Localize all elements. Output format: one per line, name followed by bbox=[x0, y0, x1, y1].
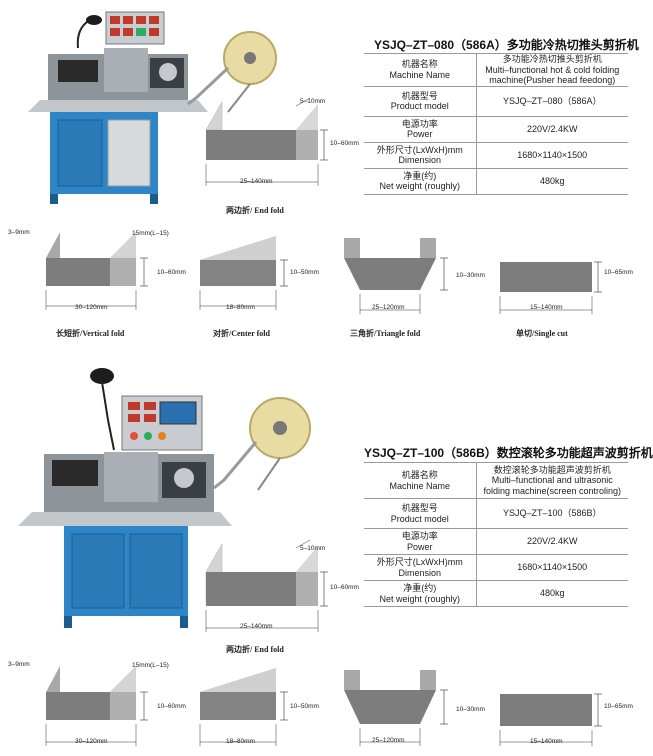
spec-label-en: Net weight (roughly) bbox=[379, 181, 461, 191]
single-cut-diagram-2 bbox=[499, 693, 602, 746]
machine-photo-586b bbox=[18, 360, 318, 635]
spec-row: 净重(约)Net weight (roughly) 480kg bbox=[364, 580, 628, 607]
dim-label: 30–120mm bbox=[75, 738, 108, 745]
single-cut-diagram-1 bbox=[499, 261, 602, 314]
fold-caption: 单切/Single cut bbox=[516, 329, 568, 338]
section1-title: YSJQ–ZT–080（586A）多功能冷热切推头剪折机 bbox=[374, 38, 639, 52]
dim-label: 3–9mm bbox=[8, 229, 30, 236]
spec-value: 220V/2.4KW bbox=[526, 123, 578, 134]
end-fold-diagram-1 bbox=[205, 97, 328, 186]
dim-label: 10–60mm bbox=[157, 269, 186, 276]
center-fold-diagram-1 bbox=[199, 236, 288, 310]
spec-label-cn: 外形尺寸(LxWxH)mm bbox=[376, 144, 463, 155]
spec-value: machine(Pusher head feedong) bbox=[489, 75, 616, 85]
dim-label: 25–140mm bbox=[240, 178, 273, 185]
dim-label: 5–10mm bbox=[300, 545, 326, 552]
spec-label-cn: 机器名称 bbox=[401, 470, 438, 480]
spec-value: YSJQ–ZT–080（586A） bbox=[502, 95, 602, 106]
dim-label: 10–60mm bbox=[330, 140, 359, 147]
spec-value: Multi–functional and ultrasonic bbox=[491, 475, 613, 486]
spec-label-en: Power bbox=[406, 129, 433, 139]
spec-label-cn: 电源功率 bbox=[401, 531, 438, 541]
spec-label-en: Net weight (roughly) bbox=[379, 593, 461, 604]
spec-label-en: Machine Name bbox=[389, 480, 451, 491]
end-fold-diagram-2 bbox=[205, 539, 328, 632]
spec-label-en: Dimension bbox=[398, 155, 442, 165]
dim-label: 10–30mm bbox=[456, 706, 485, 713]
spec-value: 480kg bbox=[539, 588, 565, 599]
dim-label: 15mm(L–15) bbox=[132, 662, 169, 669]
dim-label: 10–50mm bbox=[290, 269, 319, 276]
spec-label-cn: 机器名称 bbox=[401, 59, 438, 70]
machine-photo-586a bbox=[28, 8, 278, 213]
dim-label: 18–80mm bbox=[226, 304, 255, 311]
dim-label: 3–9mm bbox=[8, 661, 30, 668]
spec-label-cn: 机器型号 bbox=[401, 90, 438, 101]
dim-label: 10–65mm bbox=[604, 269, 633, 276]
fold-caption: 两边折/ End fold bbox=[226, 645, 284, 654]
spec-label-cn: 电源功率 bbox=[401, 118, 438, 129]
spec-value: 1680×1140×1500 bbox=[517, 562, 588, 573]
dim-label: 10–65mm bbox=[604, 703, 633, 710]
center-fold-diagram-2 bbox=[199, 668, 288, 746]
spec-label-en: Machine Name bbox=[389, 69, 451, 80]
spec-value: 数控滚轮多功能超声波剪折机 bbox=[493, 464, 611, 475]
spec-value: YSJQ–ZT–100（586B） bbox=[502, 508, 602, 519]
section2-title: YSJQ–ZT–100（586B）数控滚轮多功能超声波剪折机 bbox=[364, 446, 653, 460]
spec-value: 多功能冷热切推头剪折机 bbox=[502, 54, 602, 64]
dim-label: 10–30mm bbox=[456, 272, 485, 279]
spec-label-cn: 外形尺寸(LxWxH)mm bbox=[376, 557, 463, 567]
dim-label: 5–10mm bbox=[300, 98, 326, 105]
spec-label-en: Dimension bbox=[398, 567, 442, 578]
dim-label: 25–120mm bbox=[372, 737, 405, 744]
spec-label-cn: 净重(约) bbox=[403, 170, 437, 181]
spec-value: 1680×1140×1500 bbox=[517, 149, 588, 160]
dim-label: 10–60mm bbox=[330, 584, 359, 591]
fold-caption: 对折/Center fold bbox=[213, 329, 270, 338]
fold-caption: 三角折/Triangle fold bbox=[350, 329, 421, 338]
dim-label: 10–50mm bbox=[290, 703, 319, 710]
spec-label-cn: 净重(约) bbox=[403, 583, 437, 593]
spec-value: Multi–functional hot & cold folding bbox=[485, 64, 620, 75]
dim-label: 15mm(L–15) bbox=[132, 230, 169, 237]
dim-label: 25–140mm bbox=[240, 623, 273, 630]
spec-label-en: Power bbox=[406, 541, 433, 552]
vertical-fold-diagram-2 bbox=[45, 666, 148, 746]
dim-label: 18–80mm bbox=[226, 738, 255, 745]
dim-label: 25–120mm bbox=[372, 304, 405, 311]
vertical-fold-diagram-1 bbox=[45, 232, 148, 310]
dim-label: 10–60mm bbox=[157, 703, 186, 710]
triangle-fold-diagram-2 bbox=[344, 670, 448, 746]
fold-caption: 长短折/Vertical fold bbox=[56, 329, 125, 338]
spec-value: folding machine(screen controling) bbox=[483, 485, 622, 496]
triangle-fold-diagram-1 bbox=[344, 238, 448, 314]
fold-caption: 两边折/ End fold bbox=[226, 206, 284, 215]
spec-value: 220V/2.4KW bbox=[526, 536, 578, 547]
spec-value: 480kg bbox=[539, 175, 565, 186]
dim-label: 15–140mm bbox=[530, 304, 563, 311]
spec-label-en: Product model bbox=[390, 513, 449, 524]
spec-row: 净重(约)Net weight (roughly) 480kg bbox=[364, 167, 628, 195]
spec-label-en: Product model bbox=[390, 101, 449, 111]
dim-label: 15–140mm bbox=[530, 738, 563, 745]
spec-label-cn: 机器型号 bbox=[401, 503, 438, 513]
dim-label: 30–120mm bbox=[75, 304, 108, 311]
